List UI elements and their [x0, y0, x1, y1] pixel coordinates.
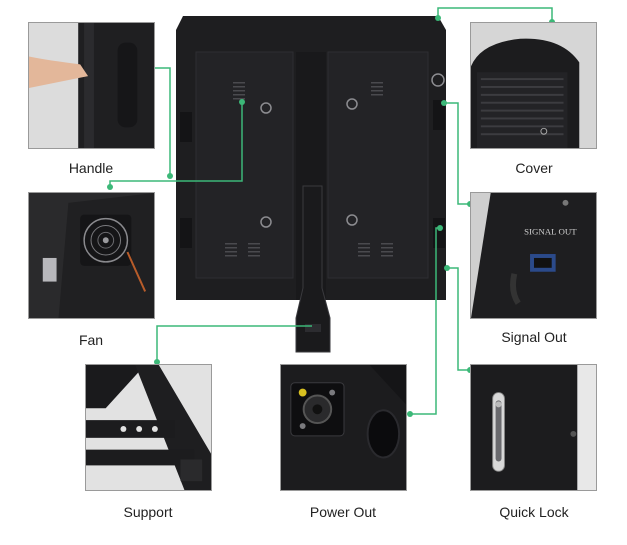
quick-lock-caption: Quick Lock: [499, 504, 569, 520]
left-latch-bottom: [180, 218, 192, 248]
cover-caption: Cover: [515, 160, 553, 176]
stand-foot-slot: [305, 324, 321, 332]
lock-knobs: [260, 73, 445, 228]
right-latch-bottom: [433, 218, 445, 248]
signal-out-photo: SIGNAL OUT: [470, 192, 597, 319]
power-out-caption: Power Out: [309, 504, 377, 520]
support-caption: Support: [123, 504, 173, 520]
vent-grille-top-left: [233, 82, 245, 100]
cover-photo: [470, 22, 597, 149]
support-photo: [85, 364, 212, 491]
left-module: [195, 51, 294, 279]
quick-lock-photo: [470, 364, 597, 491]
vent-grille-top-right: [371, 82, 383, 96]
signal-out-printed-label: SIGNAL OUT: [524, 226, 577, 236]
left-latch-top: [180, 112, 192, 142]
right-module: [327, 51, 429, 279]
support-stand: [295, 185, 331, 353]
handle-photo: [28, 22, 155, 149]
fan-photo: [28, 192, 155, 319]
fan-caption: Fan: [78, 332, 104, 348]
vent-grille-bottom: [225, 243, 393, 257]
handle-caption: Handle: [68, 160, 114, 176]
right-latch-top: [433, 100, 445, 130]
signal-out-caption: Signal Out: [501, 329, 567, 345]
power-out-photo: [280, 364, 407, 491]
